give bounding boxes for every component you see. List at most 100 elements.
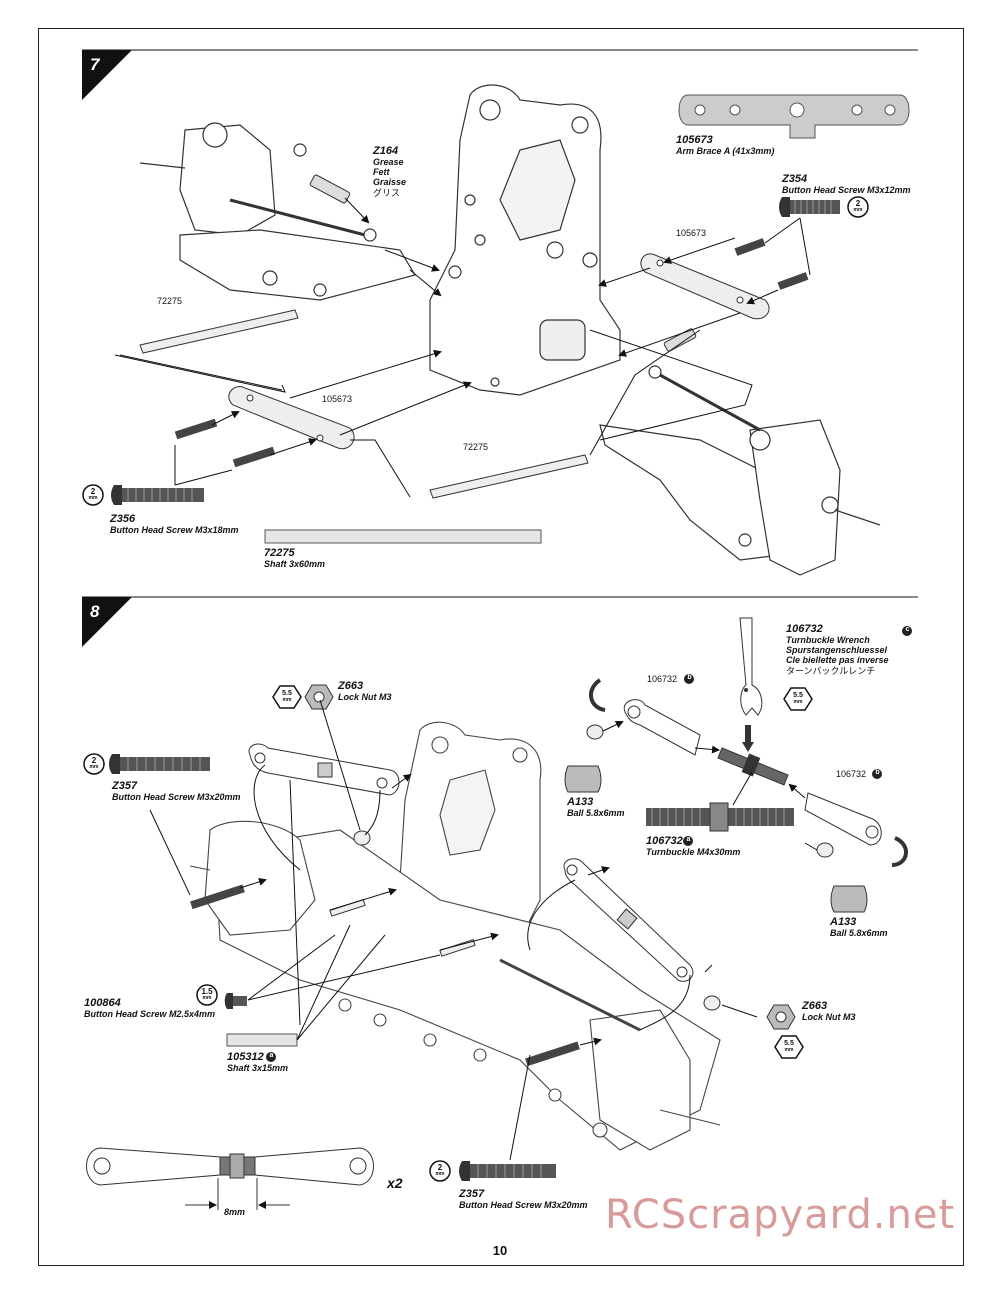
shaft-3x60-label: 72275 Shaft 3x60mm	[264, 547, 325, 569]
screw-m25x4-illustration	[224, 993, 247, 1009]
screw-m3x20-bottom-code: Z357	[459, 1188, 485, 1200]
ball-left-code: A133	[567, 796, 594, 808]
screw-m3x18-name: Button Head Screw M3x18mm	[110, 525, 239, 536]
callout-shaft-left: 72275	[157, 296, 183, 306]
tool-15mm-badge	[196, 984, 218, 1006]
tool-55mm-badge-top	[272, 685, 302, 709]
scene-screws-step8	[190, 884, 580, 1067]
arm-brace-right-drawing	[640, 253, 770, 320]
tool-55mm-badge-wrench	[783, 687, 813, 711]
screw-m3x12-name: Button Head Screw M3x12mm	[782, 185, 911, 196]
ball-left-name: Ball 5.8x6mm	[567, 808, 625, 819]
shaft-3x60-code: 72275	[264, 547, 295, 559]
screw-m3x18-illustration	[111, 485, 204, 505]
quantity-label: x2	[387, 1175, 403, 1191]
wrench-line-fr: Cle biellette pas inverse	[786, 655, 889, 666]
camber-link-assembled-illustration	[86, 1147, 374, 1210]
screw-m3x20-top-code: Z357	[112, 780, 138, 792]
shaft-3x60-name: Shaft 3x60mm	[264, 559, 326, 570]
step7-header	[82, 49, 918, 100]
screw-m25x4-name: Button Head Screw M2.5x4mm	[84, 1009, 216, 1020]
tool-2mm-badge-z354	[847, 196, 869, 218]
step8-number: 8	[90, 602, 100, 621]
wrench-line-de: Spurstangenschluessel	[786, 645, 888, 656]
front-bulkhead-drawing	[429, 84, 621, 396]
rotation-arrows	[589, 678, 908, 867]
lock-nut-top-name: Lock Nut M3	[338, 692, 392, 703]
shaft-center-drawing	[429, 454, 589, 499]
lock-nut-top-illustration	[304, 684, 334, 710]
tool-55mm-badge-right	[774, 1035, 804, 1059]
link-gap-label: 8mm	[224, 1207, 246, 1217]
wrench-label: 106732 Turnbuckle Wrench Spurstangenschl…	[786, 623, 889, 676]
page-number: 10	[492, 1243, 508, 1258]
camber-link-right-drawing	[563, 858, 694, 982]
screw-m25x4-code: 100864	[84, 997, 121, 1009]
wrench-line-en: Turnbuckle Wrench	[786, 635, 870, 646]
lock-nut-right-illustration	[766, 1004, 796, 1030]
shaft-left-drawing	[139, 309, 299, 354]
shaft-3x60-illustration	[264, 529, 542, 544]
screw-m3x20-top-label: Z357 Button Head Screw M3x20mm	[112, 780, 241, 802]
shaft-3x15-code: 105312	[227, 1051, 264, 1063]
rod-end-left-callout: 106732	[647, 674, 678, 684]
wrench-code: 106732	[786, 623, 823, 635]
wrench-letter: c	[905, 626, 910, 633]
ball-right-name: Ball 5.8x6mm	[830, 928, 888, 939]
turnbuckle-code: 106732	[646, 835, 683, 847]
rod-end-right-drawing	[804, 792, 882, 846]
lock-nut-right-label: Z663 Lock Nut M3	[802, 1000, 856, 1022]
ball-right-label: A133 Ball 5.8x6mm	[830, 916, 888, 938]
callout-brace-left: 105673	[322, 394, 353, 404]
lock-nut-top-label: Z663 Lock Nut M3	[338, 680, 392, 702]
arm-brace-code: 105673	[676, 134, 713, 146]
shaft-3x15-name: Shaft 3x15mm	[227, 1063, 289, 1074]
arm-brace-left-drawing	[228, 386, 355, 450]
tool-2mm-badge-z356	[82, 484, 104, 506]
tool-2mm-badge-z357-top	[83, 753, 105, 775]
screw-m3x20-bottom-illustration	[459, 1161, 556, 1181]
rod-end-left-letter: b	[687, 674, 692, 681]
callout-shaft-center: 72275	[463, 442, 489, 452]
letter-circles	[266, 626, 912, 1062]
shaft-3x15-letter: a	[269, 1052, 274, 1059]
screw-m3x20-top-illustration	[109, 754, 210, 774]
step7-number: 7	[90, 55, 100, 74]
turnbuckle-label: 106732 Turnbuckle M4x30mm	[646, 835, 740, 857]
ball-left-label: A133 Ball 5.8x6mm	[567, 796, 625, 818]
grease-line-fr: Graisse	[373, 177, 407, 188]
screw-m3x18-code: Z356	[110, 513, 136, 525]
scene-balls	[353, 724, 834, 1011]
rod-end-right-callout: 106732	[836, 769, 867, 779]
camber-link-top-drawing	[248, 743, 400, 796]
lock-nut-right-name: Lock Nut M3	[802, 1012, 856, 1023]
grease-label: Z164 Grease Fett Graisse グリス	[373, 145, 406, 198]
page-frame	[38, 28, 964, 1266]
grease-line-en: Grease	[373, 157, 404, 168]
shaft-3x15-label: 105312 Shaft 3x15mm	[227, 1051, 288, 1073]
callout-brace-right: 105673	[676, 228, 707, 238]
turnbuckle-name: Turnbuckle M4x30mm	[646, 847, 741, 858]
turnbuckle-wrench-drawing	[739, 617, 763, 752]
step8-header	[82, 596, 918, 647]
grease-line-de: Fett	[373, 167, 390, 178]
arm-brace-label: 105673 Arm Brace A (41x3mm)	[676, 134, 774, 156]
ball-left-illustration	[564, 765, 602, 793]
scene-screws-step7	[174, 238, 809, 468]
arm-brace-name: Arm Brace A (41x3mm)	[676, 146, 775, 157]
rod-end-right-letter: b	[875, 769, 880, 776]
tool-2mm-badge-z357-bottom	[429, 1160, 451, 1182]
ball-right-code: A133	[830, 916, 857, 928]
rod-end-left-drawing	[623, 699, 701, 756]
screw-m3x20-bottom-label: Z357 Button Head Screw M3x20mm	[459, 1188, 588, 1210]
left-suspension-drawing	[139, 122, 416, 301]
screw-m3x18-label: Z356 Button Head Screw M3x18mm	[110, 513, 239, 535]
turnbuckle-rod-drawing	[717, 747, 789, 786]
